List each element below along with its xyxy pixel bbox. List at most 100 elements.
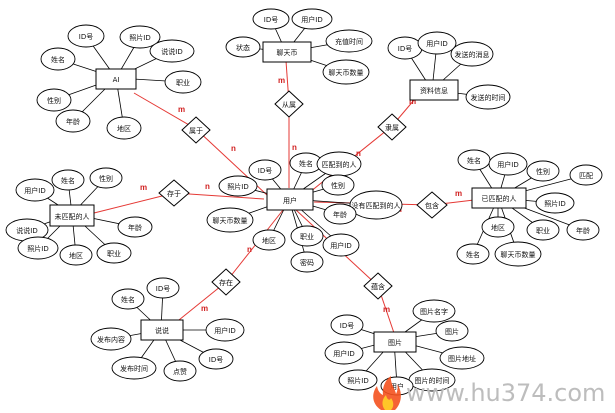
attribute-label: 性别 [47, 96, 61, 105]
attribute-label: 图片 [445, 327, 459, 336]
attribute-label: 职业 [536, 226, 550, 235]
attribute-label: 姓名 [466, 250, 480, 259]
attribute-label: 用户ID [426, 39, 447, 48]
attribute-label: 职业 [107, 249, 121, 258]
entity-box[interactable]: 资料信息 [409, 79, 459, 101]
entity-label: 图片 [388, 338, 402, 347]
attribute-oval: 性别 [526, 160, 560, 182]
attribute-label: ID号 [209, 356, 223, 364]
attribute-oval: 性别 [321, 174, 355, 196]
cardinality-label: m [178, 105, 185, 114]
attribute-label: ID号 [156, 285, 170, 293]
entity-box[interactable]: 用户 [266, 188, 314, 211]
cardinality-label: n [247, 245, 252, 254]
attribute-oval: 性别 [89, 167, 123, 189]
attribute-label: 密码 [300, 258, 314, 267]
attribute-oval: 用户ID [205, 318, 245, 342]
cardinality-label: m [455, 189, 462, 198]
attribute-label: 照片ID [544, 199, 565, 208]
attribute-label: 姓名 [299, 159, 313, 168]
attribute-label: ID号 [258, 167, 272, 175]
attribute-oval: 匹配到的人 [316, 151, 362, 177]
attribute-oval: 职业 [164, 70, 202, 94]
entity-box[interactable]: 聊天币 [262, 41, 312, 63]
attribute-label: 照片ID [27, 244, 48, 253]
attribute-label: ID号 [264, 16, 278, 24]
entity-box[interactable]: 未匹配的人 [49, 204, 95, 227]
attribute-oval: 地区 [481, 216, 515, 238]
entity-box[interactable]: 图片 [373, 331, 417, 353]
attribute-oval: ID号 [198, 348, 234, 370]
attribute-oval: 姓名 [457, 149, 491, 171]
attribute-oval: 发送的时间 [465, 84, 511, 110]
attribute-oval: 状态 [225, 36, 261, 58]
attribute-oval: ID号 [248, 159, 282, 181]
attribute-oval: 用户ID [417, 31, 457, 55]
cardinality-label: m [278, 76, 285, 85]
attribute-oval: 年龄 [566, 219, 600, 241]
attribute-label: 用户ID [301, 15, 322, 24]
attribute-label: ID号 [340, 322, 354, 330]
relationship-label: 从属 [282, 101, 296, 109]
attribute-label: 点赞 [173, 367, 187, 376]
attribute-label: 没有匹配到的人 [352, 201, 401, 210]
entity-label: 说说 [155, 326, 169, 335]
attribute-oval: 密码 [290, 251, 324, 273]
relationship-diamond[interactable]: 包含 [416, 191, 448, 219]
attribute-oval: 用户ID [324, 341, 364, 365]
attribute-oval: ID号 [330, 314, 364, 336]
relationship-label: 隶属 [385, 123, 399, 132]
attribute-label: 用户ID [333, 349, 354, 358]
attribute-oval: 发送的消息 [450, 41, 494, 67]
attribute-oval: 图片地址 [439, 346, 485, 370]
attribute-oval: ID号 [252, 8, 290, 30]
cardinality-label: m [201, 304, 208, 313]
entity-box[interactable]: 已匹配的人 [471, 187, 527, 209]
attribute-label: 照片ID [129, 33, 150, 42]
attribute-oval: 照片ID [218, 175, 258, 197]
attribute-oval: 姓名 [51, 169, 85, 191]
cardinality-label: m [409, 97, 416, 106]
watermark-flame-icon [373, 376, 401, 410]
attribute-oval: 照片ID [535, 192, 575, 214]
attribute-oval: 姓名 [456, 243, 490, 265]
attribute-label: 年龄 [333, 210, 347, 219]
relationship-diamond[interactable]: 隶属 [377, 113, 407, 141]
attribute-label: 说说ID [16, 226, 37, 235]
attribute-label: 地区 [117, 124, 131, 133]
relationship-diamond[interactable]: 从属 [274, 90, 304, 118]
cardinality-label: m [140, 183, 147, 192]
attribute-oval: 年龄 [55, 109, 91, 133]
cardinality-label: m [383, 305, 390, 314]
attribute-label: 照片ID [347, 376, 368, 385]
attribute-label: 图片的时间 [415, 376, 450, 385]
attribute-oval: 发布时间 [111, 356, 157, 380]
attribute-label: 用户ID [497, 160, 518, 169]
attribute-label: 性别 [536, 167, 550, 176]
cardinality-label: n [356, 149, 361, 158]
attribute-oval: 地区 [59, 244, 93, 266]
attribute-oval: 用户ID [322, 233, 360, 257]
attribute-label: 性别 [99, 174, 113, 183]
entity-box[interactable]: 说说 [140, 319, 184, 341]
attribute-label: 发布内容 [97, 335, 125, 344]
relationship-diamond[interactable]: 蕴含 [363, 272, 393, 300]
attribute-label: 姓名 [61, 176, 75, 185]
relationship-diamond[interactable]: 存于 [158, 179, 190, 207]
attribute-label: 图片名字 [420, 307, 448, 316]
relationship-diamond[interactable]: 属于 [181, 116, 211, 144]
cardinality-label: n [205, 182, 210, 191]
attribute-oval: 姓名 [111, 288, 145, 310]
attribute-label: 发布时间 [120, 364, 148, 373]
entity-label: 未匹配的人 [55, 212, 90, 221]
attribute-oval: ID号 [146, 277, 180, 299]
relationship-label: 存在 [219, 278, 233, 287]
attribute-oval: ID号 [387, 36, 423, 60]
attribute-oval: ID号 [67, 24, 105, 48]
entity-label: 资料信息 [420, 86, 448, 95]
attribute-oval: 匹配 [569, 164, 603, 186]
attribute-label: 性别 [331, 181, 345, 190]
relationship-diamond[interactable]: 存在 [211, 268, 241, 296]
entity-box[interactable]: AI [95, 68, 137, 90]
